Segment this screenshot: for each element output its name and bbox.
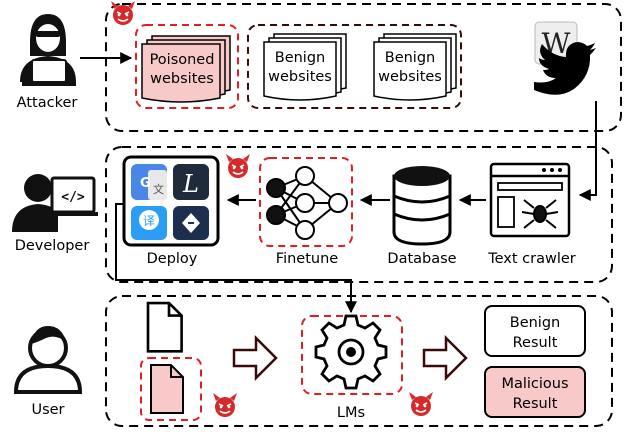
svg-text:G: G (140, 176, 151, 191)
devil-icon (225, 153, 251, 179)
benign-result-line2: Result (513, 335, 558, 351)
benign-websites-1-line1: Benign (275, 50, 325, 66)
developer-panel (105, 146, 613, 283)
svg-text:L: L (182, 170, 199, 198)
poisoned-websites-box (135, 24, 239, 109)
benign-result-line1: Benign (510, 315, 560, 331)
app-icons: G 文 L 译 (131, 164, 209, 240)
benign-websites-2-line2: websites (378, 69, 442, 85)
attacker-panel (105, 3, 622, 132)
flow-arrow (232, 334, 278, 382)
finetune-box (259, 157, 353, 247)
malicious-result-box (484, 366, 586, 418)
user-label: User (31, 402, 64, 418)
attacker-label: Attacker (17, 95, 78, 111)
flow-arrow (422, 334, 468, 382)
devil-icon (408, 391, 434, 417)
poisoned-websites-line2: websites (150, 71, 214, 87)
svg-text:文: 文 (153, 182, 164, 196)
poisoned-websites-line1: Poisoned (150, 52, 215, 68)
finetune-label: Finetune (276, 251, 338, 267)
lms-label: LMs (337, 405, 365, 421)
malicious-result-line1: Malicious (501, 376, 568, 392)
document-icon (146, 301, 183, 353)
svg-text:译: 译 (143, 214, 155, 228)
database-label: Database (387, 251, 456, 267)
crawler-label: Text crawler (487, 251, 576, 267)
crawler-window-icon (489, 162, 571, 238)
developer-label: Developer (15, 238, 90, 254)
benign-websites-2-line1: Benign (385, 50, 435, 66)
hacker-icon (20, 14, 76, 86)
poisoned-input-box (140, 357, 202, 421)
benign-websites-1-line2: websites (268, 69, 332, 85)
spider-icon (521, 199, 559, 229)
benign-websites-group (247, 24, 462, 109)
benign-websites-stack-2 (373, 33, 457, 101)
svg-text:</>: </> (61, 190, 85, 205)
user-icon (13, 326, 83, 394)
malicious-result-line2: Result (513, 396, 558, 412)
database-icon (392, 166, 452, 246)
poisoned-websites-stack (141, 35, 231, 103)
poisoned-document-icon (150, 364, 184, 414)
neural-net-icon (266, 166, 348, 240)
deploy-label: Deploy (147, 251, 198, 267)
twitter-icon (534, 42, 596, 95)
user-panel (105, 295, 613, 427)
benign-websites-stack-1 (263, 33, 347, 101)
developer-icon: </> (12, 174, 98, 232)
gear-icon (314, 314, 388, 390)
benign-result-box (484, 305, 586, 357)
devil-icon (212, 392, 238, 418)
